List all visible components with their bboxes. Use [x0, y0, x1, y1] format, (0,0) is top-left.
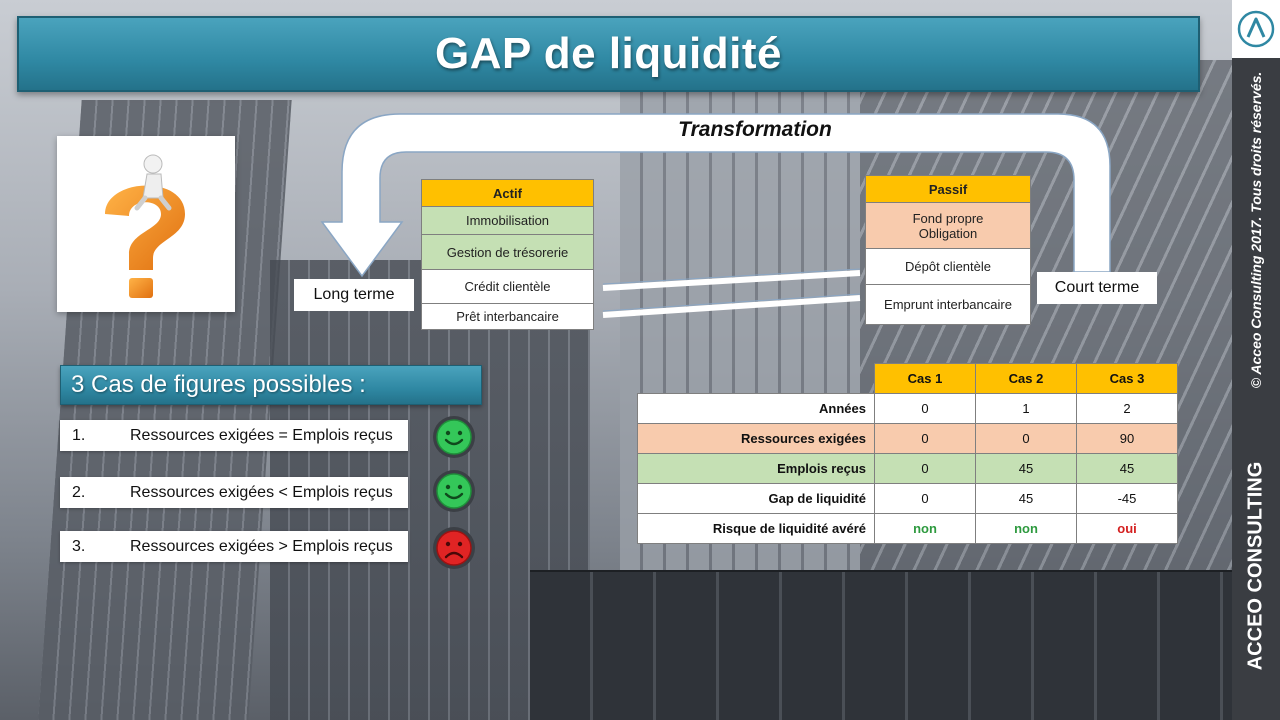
passif-item: Dépôt clientèle [865, 248, 1031, 285]
table-cell: 0 [874, 423, 976, 454]
building-roof [530, 570, 1232, 720]
table-corner [638, 364, 875, 394]
passif-item-line: Obligation [918, 225, 978, 241]
green-smiley-icon [433, 416, 475, 458]
case-text: Ressources exigées > Emplois reçus [130, 537, 393, 555]
brand-name: ACCEO CONSULTING [1244, 461, 1267, 671]
row-label: Gap de liquidité [637, 483, 875, 514]
table-cell: 2 [1076, 393, 1178, 424]
side-branding-strip [1232, 0, 1280, 720]
short-term-label: Court terme [1037, 272, 1157, 304]
case-row: 3. Ressources exigées > Emplois reçus [60, 531, 408, 562]
transformation-arrow [320, 113, 1111, 318]
case-number: 3. [72, 537, 86, 555]
green-smiley-icon [433, 470, 475, 512]
acceo-logo-icon [1232, 0, 1280, 58]
table-header: Cas 2 [975, 363, 1077, 394]
table-cell: 0 [874, 453, 976, 484]
passif-header: Passif [865, 175, 1031, 203]
case-text: Ressources exigées = Emplois reçus [130, 426, 393, 444]
page-title: GAP de liquidité [434, 29, 782, 78]
table-row: Ressources exigées 0 0 90 [637, 423, 1178, 454]
table-row: Gap de liquidité 0 45 -45 [637, 483, 1178, 514]
case-row: 1. Ressources exigées = Emplois reçus [60, 420, 408, 451]
table-row: Risque de liquidité avéré non non oui [637, 513, 1178, 544]
table-header: Cas 1 [874, 363, 976, 394]
case-text: Ressources exigées < Emplois reçus [130, 483, 393, 501]
question-mark-figure-icon [57, 136, 235, 312]
table-cell: 0 [975, 423, 1077, 454]
table-cell: 45 [975, 453, 1077, 484]
actif-item: Gestion de trésorerie [421, 234, 594, 270]
table-cell: oui [1076, 513, 1178, 544]
actif-item: Prêt interbancaire [421, 303, 594, 330]
table-row: Années 0 1 2 [637, 393, 1178, 424]
actif-item: Crédit clientèle [421, 269, 594, 304]
row-label: Ressources exigées [637, 423, 875, 454]
red-frowny-icon [433, 527, 475, 569]
actif-table: Actif Immobilisation Gestion de trésorer… [421, 179, 594, 330]
case-row: 2. Ressources exigées < Emplois reçus [60, 477, 408, 508]
passif-item-line: Fond propre [912, 210, 984, 226]
table-cell: non [975, 513, 1077, 544]
liquidity-cases-table: Cas 1 Cas 2 Cas 3 Années 0 1 2 Ressource… [637, 363, 1178, 544]
row-label: Emplois reçus [637, 453, 875, 484]
case-number: 1. [72, 426, 86, 444]
table-cell: 0 [874, 393, 976, 424]
copyright-text: © Acceo Consulting 2017. Tous droits rés… [1248, 71, 1264, 389]
passif-item: Fond propre Obligation [865, 202, 1031, 249]
table-cell: 45 [975, 483, 1077, 514]
table-cell: 90 [1076, 423, 1178, 454]
table-cell: 0 [874, 483, 976, 514]
table-cell: non [874, 513, 976, 544]
transformation-label: Transformation [678, 118, 832, 141]
actif-header: Actif [421, 179, 594, 207]
passif-table: Passif Fond propre Obligation Dépôt clie… [865, 175, 1031, 325]
actif-item: Immobilisation [421, 206, 594, 235]
table-cell: -45 [1076, 483, 1178, 514]
cases-heading: 3 Cas de figures possibles : [60, 365, 482, 405]
case-number: 2. [72, 483, 86, 501]
table-header: Cas 3 [1076, 363, 1178, 394]
row-label: Années [637, 393, 875, 424]
table-cell: 1 [975, 393, 1077, 424]
long-term-label: Long terme [294, 279, 414, 311]
title-banner: GAP de liquidité [17, 16, 1200, 92]
table-row: Emplois reçus 0 45 45 [637, 453, 1178, 484]
row-label: Risque de liquidité avéré [637, 513, 875, 544]
building-roof-edge [530, 570, 1232, 572]
table-cell: 45 [1076, 453, 1178, 484]
passif-item: Emprunt interbancaire [865, 284, 1031, 325]
